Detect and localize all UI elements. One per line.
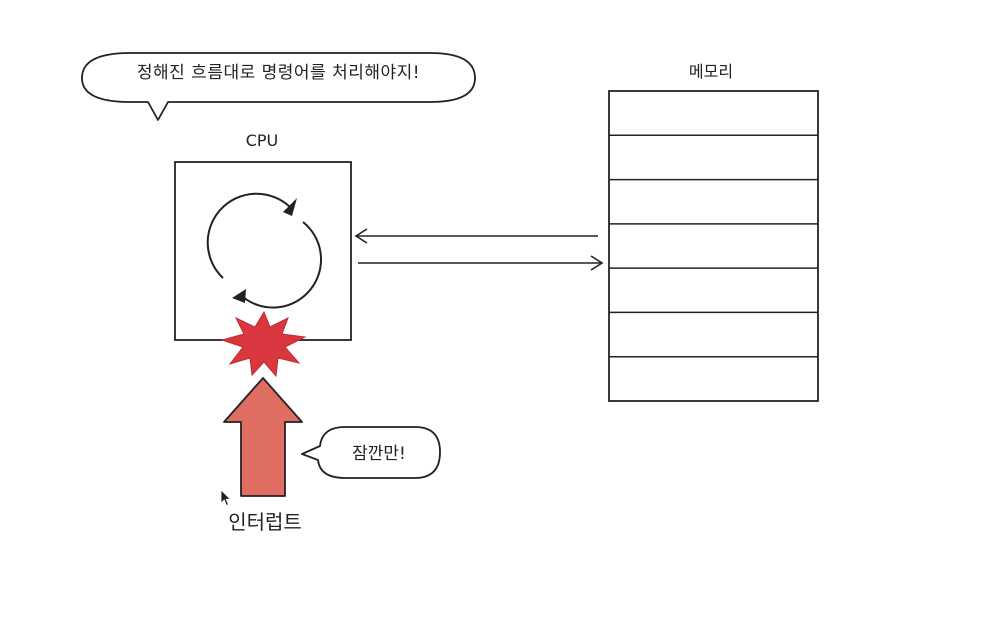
mouse-pointer-icon bbox=[220, 489, 232, 507]
memory-label: 메모리 bbox=[688, 62, 734, 81]
speech-main-text: 정해진 흐름대로 명령어를 처리해야지! bbox=[136, 63, 421, 83]
memory-to-cpu-arrow bbox=[354, 228, 598, 244]
cpu-label: CPU bbox=[245, 131, 279, 150]
memory-block bbox=[608, 90, 819, 402]
interrupt-arrow bbox=[223, 377, 303, 497]
speech-small-text: 잠깐만! bbox=[352, 444, 406, 464]
speech-bubble-small bbox=[301, 426, 441, 479]
speech-bubble-main bbox=[81, 52, 476, 121]
cycle-arrows-icon bbox=[206, 192, 322, 309]
cpu-to-memory-arrow bbox=[358, 255, 604, 271]
interrupt-label: 인터럽트 bbox=[228, 510, 302, 534]
memory-cell-dividers bbox=[609, 134, 818, 358]
cpu-box bbox=[174, 161, 352, 341]
burst-icon bbox=[220, 310, 307, 378]
